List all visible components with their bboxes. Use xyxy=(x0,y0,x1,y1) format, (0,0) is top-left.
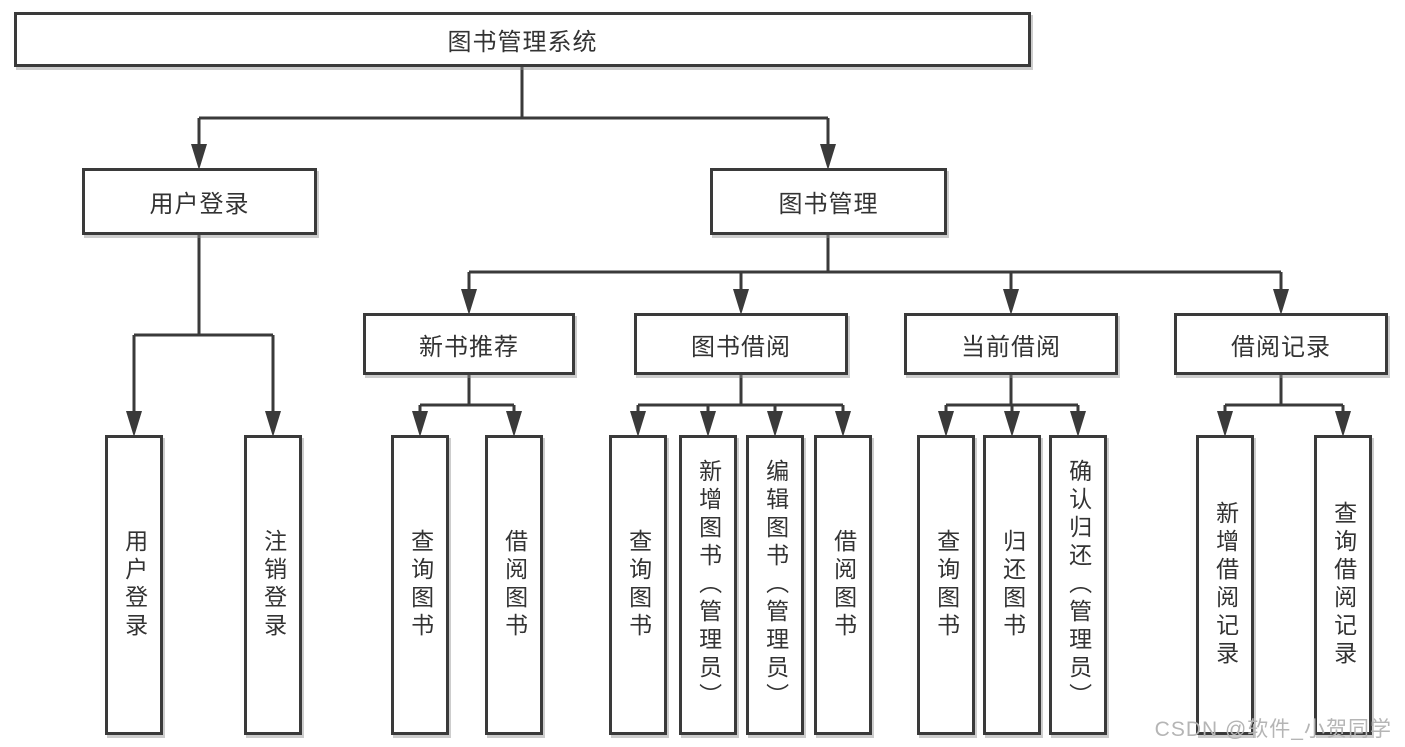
leaf-query-books-recommend-label: 查询图书 xyxy=(407,529,434,641)
csdn-watermark: CSDN @软件_小贺同学 xyxy=(1154,718,1392,741)
leaf-edit-books-admin: 编辑图书（管理员） xyxy=(746,435,804,735)
leaf-return-books: 归还图书 xyxy=(983,435,1041,735)
leaf-logout-label: 注销登录 xyxy=(260,529,287,641)
node-book-borrowing: 图书借阅 xyxy=(634,313,848,375)
leaf-add-borrow-record-label: 新增借阅记录 xyxy=(1212,501,1239,669)
leaf-borrow-books-borrowing-label: 借阅图书 xyxy=(830,529,857,641)
leaf-query-books-current-label: 查询图书 xyxy=(933,529,960,641)
leaf-borrow-books-borrowing: 借阅图书 xyxy=(814,435,872,735)
node-borrowing-records-label: 借阅记录 xyxy=(1231,333,1331,361)
node-book-management-label: 图书管理 xyxy=(778,191,879,218)
leaf-query-books-recommend: 查询图书 xyxy=(391,435,449,735)
node-library-system-label: 图书管理系统 xyxy=(447,29,598,56)
node-user-login: 用户登录 xyxy=(82,168,317,235)
leaf-confirm-return-admin-label: 确认归还（管理员） xyxy=(1065,459,1092,711)
leaf-user-login-label: 用户登录 xyxy=(121,529,148,641)
leaf-query-books-borrowing: 查询图书 xyxy=(609,435,667,735)
leaf-confirm-return-admin: 确认归还（管理员） xyxy=(1049,435,1107,735)
leaf-add-books-admin: 新增图书（管理员） xyxy=(679,435,737,735)
leaf-query-books-current: 查询图书 xyxy=(917,435,975,735)
leaf-query-books-borrowing-label: 查询图书 xyxy=(625,529,652,641)
node-new-book-recommend-label: 新书推荐 xyxy=(419,333,519,361)
node-book-management: 图书管理 xyxy=(710,168,947,235)
leaf-borrow-books-recommend: 借阅图书 xyxy=(485,435,543,735)
leaf-logout: 注销登录 xyxy=(244,435,302,735)
leaf-return-books-label: 归还图书 xyxy=(999,529,1026,641)
node-new-book-recommend: 新书推荐 xyxy=(363,313,575,375)
leaf-query-borrow-record-label: 查询借阅记录 xyxy=(1330,501,1357,669)
leaf-add-borrow-record: 新增借阅记录 xyxy=(1196,435,1254,735)
node-borrowing-records: 借阅记录 xyxy=(1174,313,1388,375)
leaf-user-login: 用户登录 xyxy=(105,435,163,735)
node-library-system: 图书管理系统 xyxy=(14,12,1031,67)
node-user-login-label: 用户登录 xyxy=(149,191,250,218)
node-book-borrowing-label: 图书借阅 xyxy=(691,333,791,361)
node-current-borrowing: 当前借阅 xyxy=(904,313,1118,375)
node-current-borrowing-label: 当前借阅 xyxy=(961,333,1061,361)
leaf-edit-books-admin-label: 编辑图书（管理员） xyxy=(762,459,789,711)
leaf-borrow-books-recommend-label: 借阅图书 xyxy=(501,529,528,641)
leaf-query-borrow-record: 查询借阅记录 xyxy=(1314,435,1372,735)
leaf-add-books-admin-label: 新增图书（管理员） xyxy=(695,459,722,711)
